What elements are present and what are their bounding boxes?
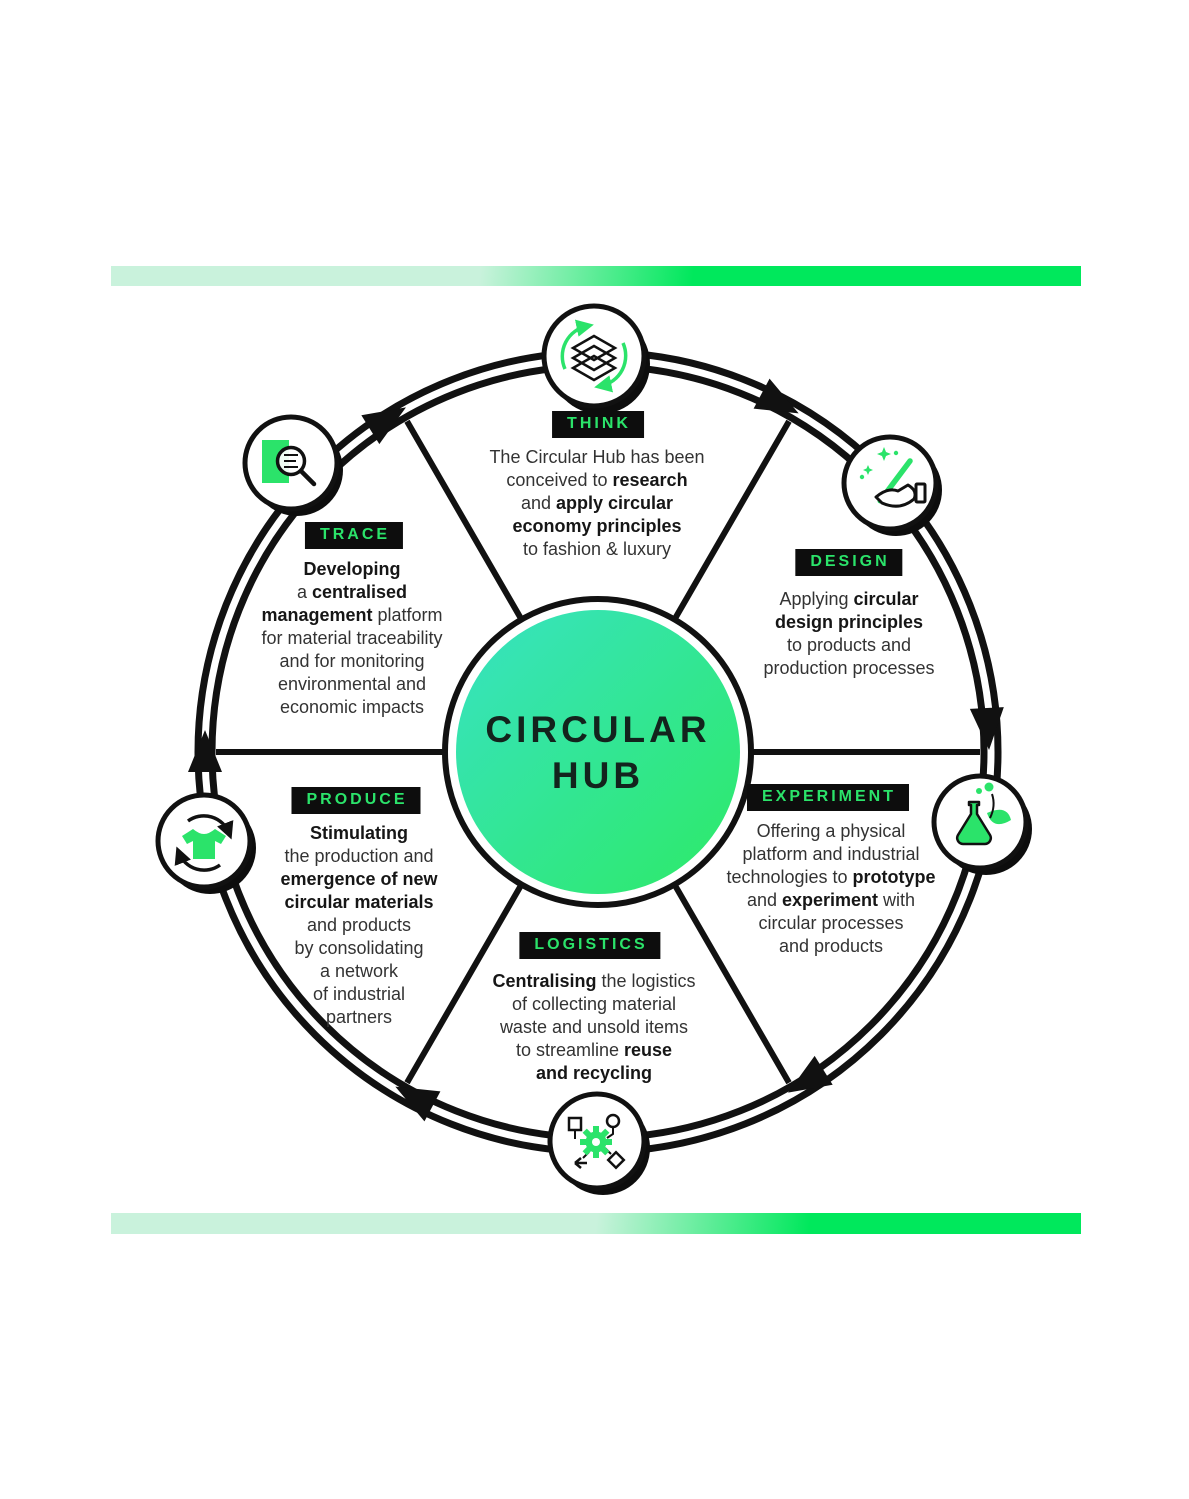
experiment-node xyxy=(931,773,1032,875)
logistics-node xyxy=(547,1091,650,1195)
trace-node xyxy=(242,414,343,516)
center-hub xyxy=(442,596,754,908)
think-label-badge: THINK xyxy=(552,411,644,438)
layers-recycle-icon xyxy=(560,319,628,393)
think-node xyxy=(541,303,650,414)
trace-description: Developing a centralised management plat… xyxy=(261,559,443,717)
produce-node xyxy=(155,792,256,894)
document-magnifier-icon xyxy=(262,440,317,487)
bottom-gradient-bar xyxy=(111,1213,1081,1234)
flow-arrowheads xyxy=(188,378,1004,1122)
arrow-icon xyxy=(361,407,406,445)
arrow-icon xyxy=(188,730,222,772)
experiment-label-badge: EXPERIMENT xyxy=(746,784,910,811)
arrow-icon xyxy=(395,1086,441,1122)
design-node xyxy=(841,434,942,536)
gear-flow-icon xyxy=(567,1113,626,1170)
hub-title: CIRCULAR HUB xyxy=(485,709,711,796)
trace-label-badge: TRACE xyxy=(304,522,404,549)
logistics-description: Centralising the logistics of collecting… xyxy=(492,971,696,1083)
logistics-label-badge: LOGISTICS xyxy=(519,932,661,959)
think-description: The Circular Hub has been conceived to r… xyxy=(489,447,705,559)
hand-pen-sparkles-icon xyxy=(859,447,927,508)
design-label-badge: DESIGN xyxy=(795,549,903,576)
experiment-description: Offering a physical platform and industr… xyxy=(726,821,936,956)
produce-description: Stimulating the production and emergence… xyxy=(280,823,438,1027)
sector-dividers xyxy=(216,419,980,1085)
arrow-icon xyxy=(788,1055,833,1093)
arrow-icon xyxy=(969,707,1004,750)
arrow-icon xyxy=(753,378,799,414)
top-gradient-bar xyxy=(111,266,1081,286)
design-description: Applying circular design principles to p… xyxy=(763,589,935,678)
produce-label-badge: PRODUCE xyxy=(291,787,421,814)
tshirt-recycle-icon xyxy=(174,814,234,872)
flask-leaf-icon xyxy=(955,782,1011,846)
